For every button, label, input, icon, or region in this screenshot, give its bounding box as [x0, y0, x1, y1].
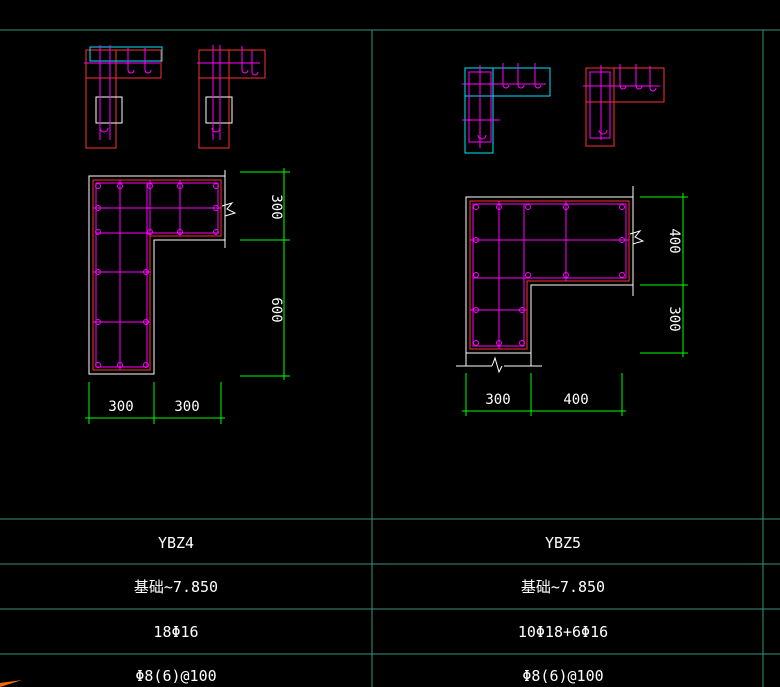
- ybz5-dim-side-top: 400: [666, 228, 682, 253]
- ybz5-schematic-1: [462, 63, 551, 154]
- ybz5-schematic-2: [583, 64, 665, 147]
- corner-mark: [0, 680, 22, 687]
- ybz5-stirrups-cell: Φ8(6)@100: [522, 667, 603, 685]
- ybz5-detail: 300 400 400 300: [456, 63, 688, 416]
- ybz4-dim-bottom-right: 300: [174, 399, 199, 415]
- ybz4-name-cell: YBZ4: [158, 534, 194, 552]
- ybz4-bars-cell: 18Φ16: [153, 623, 198, 641]
- ybz4-section: [88, 170, 237, 375]
- ybz5-elevation-cell: 基础~7.850: [521, 578, 605, 596]
- ybz4-dimensions: [85, 168, 290, 424]
- ybz5-dim-bottom-left: 300: [485, 392, 510, 408]
- ybz5-bars-cell: 10Φ18+6Φ16: [518, 623, 608, 641]
- ybz5-dim-bottom-right: 400: [563, 392, 588, 408]
- ybz4-detail: 300 300 300 600: [84, 45, 290, 424]
- ybz4-schematic-1: [84, 45, 163, 149]
- ybz5-dimensions: [462, 193, 688, 416]
- ybz4-dim-bottom-left: 300: [108, 399, 133, 415]
- ybz4-dim-side-bottom: 600: [268, 297, 284, 322]
- ybz4-dim-side-top: 300: [268, 194, 284, 219]
- ybz5-name-cell: YBZ5: [545, 534, 581, 552]
- table-grid: [0, 29, 780, 687]
- ybz4-schematic-2: [197, 45, 266, 149]
- ybz4-stirrups-cell: Φ8(6)@100: [135, 667, 216, 685]
- ybz5-section: [456, 186, 645, 374]
- ybz4-elevation-cell: 基础~7.850: [134, 578, 218, 596]
- ybz5-dim-side-bottom: 300: [666, 306, 682, 331]
- table-text: YBZ4 YBZ5 基础~7.850 基础~7.850 18Φ16 10Φ18+…: [134, 534, 608, 685]
